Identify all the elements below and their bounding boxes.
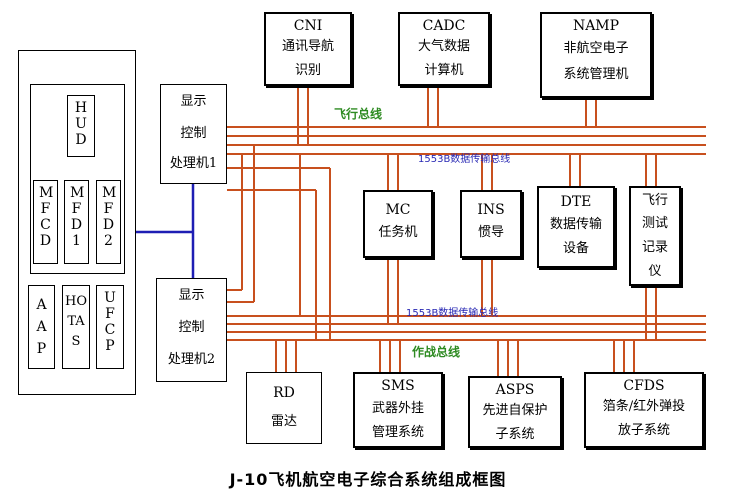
sms-title: SMS	[381, 378, 415, 394]
cni-line3: 识别	[294, 63, 321, 78]
dte-line2: 数据传输	[549, 217, 602, 232]
cadc-line2: 大气数据	[417, 39, 470, 54]
cni-box: CNI 通讯导航 识别	[264, 12, 352, 86]
mfcd-label: MFCD	[39, 185, 54, 249]
ftr-line2: 测试	[641, 216, 668, 231]
flight-test-recorder-box: 飞行 测试 记录 仪	[629, 186, 681, 286]
cni-line2: 通讯导航	[281, 39, 334, 54]
aap-box: AAP	[28, 285, 55, 369]
ftr-line4: 仪	[648, 264, 662, 279]
ins-box: INS 惯导	[460, 190, 522, 258]
display-processor-2-box: 显示 控制 处理机2	[156, 278, 227, 382]
dp1-line1: 显示	[180, 94, 207, 109]
sms-line3: 管理系统	[371, 425, 424, 440]
cadc-box: CADC 大气数据 计算机	[398, 12, 490, 86]
ftr-line1: 飞行	[641, 193, 668, 208]
mc-line2: 任务机	[378, 225, 418, 240]
cadc-line3: 计算机	[424, 63, 464, 78]
cadc-title: CADC	[422, 18, 466, 34]
dp2-line2: 控制	[178, 320, 205, 335]
mfd2-label: MFD2	[102, 185, 117, 249]
ufcp-box: UFCP	[96, 285, 124, 369]
asps-line3: 子系统	[495, 427, 535, 442]
aap-label: AAP	[36, 297, 47, 357]
dp1-line2: 控制	[180, 126, 207, 141]
cfds-line3: 放子系统	[617, 423, 670, 438]
rd-line2: 雷达	[270, 414, 297, 429]
mfcd-box: MFCD	[33, 180, 58, 264]
ins-line2: 惯导	[477, 225, 504, 240]
hud-box: HUD	[67, 95, 95, 157]
cfds-box: CFDS 箔条/红外弹投 放子系统	[584, 372, 704, 448]
asps-title: ASPS	[495, 382, 535, 398]
cfds-title: CFDS	[623, 378, 665, 394]
dte-title: DTE	[560, 194, 592, 210]
mc-title: MC	[385, 202, 411, 218]
rd-box: RD 雷达	[246, 372, 322, 444]
vertical-stubs	[227, 86, 657, 376]
namp-box: NAMP 非航空电子 系统管理机	[540, 12, 652, 98]
sms-line2: 武器外挂	[371, 401, 424, 416]
hud-label: HUD	[74, 100, 88, 148]
flight-bus-label: 飞行总线	[334, 107, 383, 121]
cni-title: CNI	[293, 18, 323, 34]
mfd1-label: MFD1	[70, 185, 85, 249]
namp-title: NAMP	[572, 18, 620, 34]
combat-bus-label: 作战总线	[412, 345, 461, 359]
dp2-line1: 显示	[178, 288, 205, 303]
hotas-box: HOTAS	[62, 285, 90, 369]
ufcp-label: UFCP	[104, 290, 116, 354]
diagram-caption: J-10飞机航空电子综合系统组成框图	[229, 470, 507, 489]
mc-box: MC 任务机	[363, 190, 433, 258]
dp2-line3: 处理机2	[167, 352, 216, 367]
rd-title: RD	[273, 385, 295, 401]
mfd1-box: MFD1	[64, 180, 89, 264]
dte-line3: 设备	[562, 241, 589, 256]
ftr-line3: 记录	[641, 240, 668, 255]
sms-box: SMS 武器外挂 管理系统	[353, 372, 443, 448]
data-bus-lower-label: 1553B数据传输总线	[406, 308, 499, 319]
data-bus-upper-label: 1553B数据传输总线	[418, 154, 511, 165]
dp1-line3: 处理机1	[169, 156, 218, 171]
namp-line3: 系统管理机	[563, 67, 629, 82]
cfds-line2: 箔条/红外弹投	[602, 399, 686, 414]
ins-title: INS	[477, 202, 505, 218]
display-processor-1-box: 显示 控制 处理机1	[160, 84, 227, 184]
dte-box: DTE 数据传输 设备	[537, 186, 615, 268]
upper-bus-group	[227, 126, 706, 155]
lower-bus-group	[227, 315, 706, 341]
asps-box: ASPS 先进自保护 子系统	[468, 376, 562, 448]
hotas-label: HOTAS	[65, 294, 87, 349]
mfd2-box: MFD2	[96, 180, 121, 264]
namp-line2: 非航空电子	[563, 41, 629, 56]
asps-line2: 先进自保护	[482, 403, 548, 418]
